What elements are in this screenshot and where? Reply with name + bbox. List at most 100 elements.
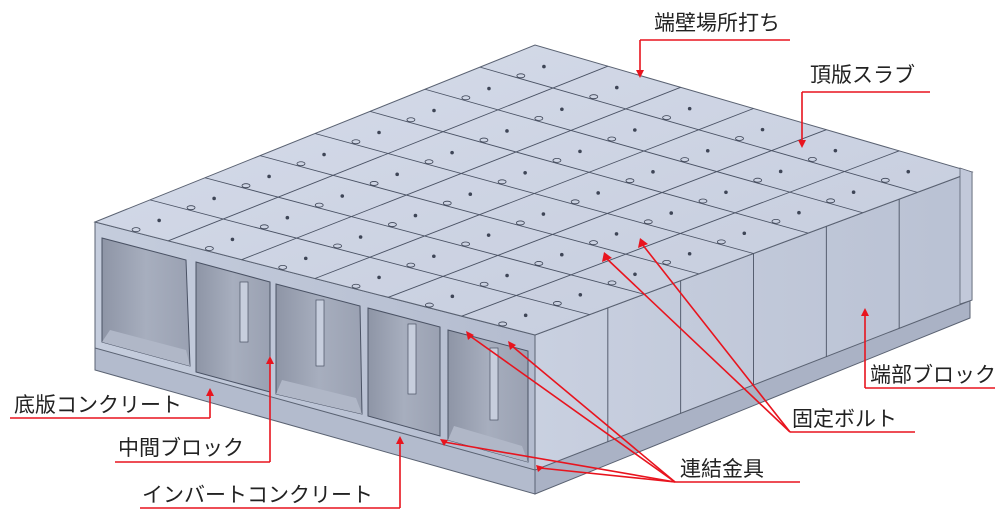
bolt-dot [432, 254, 436, 259]
pillar [407, 323, 417, 395]
connector-mark [552, 157, 562, 163]
cell-4 [367, 307, 441, 437]
connector-mark [607, 136, 617, 142]
bolt-dot [596, 191, 600, 195]
connector-mark [880, 177, 890, 183]
pillar [489, 347, 499, 421]
bolt-dot [230, 237, 235, 242]
bolt-dots [131, 64, 911, 327]
cell-floor-3 [276, 380, 362, 414]
bolt-dot [851, 190, 856, 194]
connector-mark [771, 218, 781, 224]
bolt-dot [267, 174, 271, 179]
pillar [239, 281, 249, 343]
connector-mark [204, 246, 214, 251]
bolt-dot [157, 218, 161, 223]
bolt-dot [906, 169, 911, 174]
bolt-dot [505, 273, 509, 278]
connector-mark [406, 262, 416, 268]
connector-mark [479, 137, 489, 143]
connector-mark [461, 95, 471, 101]
connector-mark [589, 240, 598, 246]
callout-labels: 端壁場所打ち 頂版スラブ 端部ブロック 底版コンクリート 中間ブロック 固定ボル… [14, 11, 996, 507]
block-joint [388, 129, 827, 298]
connector-mark [333, 243, 342, 249]
bolt-dot [468, 192, 473, 196]
connector-mark [479, 281, 489, 287]
bolt-dot [505, 129, 509, 133]
bolt-dot [541, 212, 546, 216]
connector-mark [424, 302, 434, 308]
bolt-dot [760, 127, 765, 132]
bolt-dot [560, 107, 564, 112]
connector-mark [698, 198, 708, 204]
connector-mark [406, 117, 416, 123]
connector-mark [186, 205, 196, 211]
connector-mark [442, 200, 452, 206]
connector-mark [808, 156, 817, 162]
label-bottom-slab: 底版コンクリート [14, 393, 182, 417]
connector-mark [753, 177, 763, 183]
pillar [315, 299, 325, 367]
connector-mark [351, 139, 361, 145]
bolt-dot [778, 169, 783, 174]
connector-mark [662, 115, 672, 121]
bolt-dot [523, 313, 528, 318]
bolt-dot [578, 149, 582, 154]
bolt-dot [340, 194, 345, 198]
connector-mark [716, 239, 726, 245]
bolt-dot [303, 256, 308, 261]
bolt-dot [542, 64, 546, 69]
bolt-dot [687, 106, 692, 111]
bolt-dot [651, 170, 655, 174]
cell-2 [195, 261, 271, 393]
bolt-dot [669, 211, 674, 215]
connector-mark [643, 219, 653, 225]
connector-mark [570, 199, 580, 205]
connector-mark [534, 261, 544, 266]
connector-mark [625, 178, 635, 184]
cell-floor-1 [102, 330, 190, 366]
label-invert-concrete: インバートコンクリート [142, 483, 373, 507]
connector-mark [826, 198, 836, 204]
connector-mark [497, 179, 507, 185]
connector-mark [424, 159, 434, 165]
bolt-dot [212, 196, 216, 201]
connector-mark [735, 136, 744, 141]
bolt-dot [450, 294, 455, 299]
slab-seams [149, 65, 918, 442]
bolt-dot [486, 233, 491, 237]
block-joint [241, 86, 681, 261]
bolt-dot [523, 171, 527, 175]
connector-mark [498, 321, 508, 327]
bolt-dot [724, 190, 728, 195]
bolt-dot [432, 108, 436, 113]
label-top-slab: 頂版スラブ [810, 63, 915, 87]
label-end-block: 端部ブロック [870, 363, 996, 387]
bolt-dot [285, 215, 290, 220]
label-fixing-bolt: 固定ボルト [792, 407, 897, 431]
bolt-dot [633, 128, 637, 132]
bolt-dot [578, 293, 583, 297]
bolt-dot [633, 272, 637, 277]
bolt-dot [614, 85, 619, 90]
connector-mark [515, 220, 525, 226]
connector-mark [607, 280, 617, 286]
connector-mark [534, 115, 544, 121]
connector-mark [516, 73, 526, 79]
end-wall-strip [959, 167, 973, 305]
bolt-dot [450, 150, 454, 155]
bolt-dot [742, 231, 747, 236]
bolt-dot [322, 152, 326, 157]
connector-mark [461, 241, 471, 247]
bolt-dot [797, 210, 801, 215]
bolt-dot [395, 172, 399, 177]
bolt-dot [705, 148, 710, 153]
connector-mark [662, 259, 672, 265]
block-joint [168, 65, 608, 242]
label-connector: 連結金具 [680, 457, 764, 481]
connector-mark [552, 301, 562, 306]
bolt-dot [559, 252, 564, 257]
leader-lines [10, 39, 995, 509]
